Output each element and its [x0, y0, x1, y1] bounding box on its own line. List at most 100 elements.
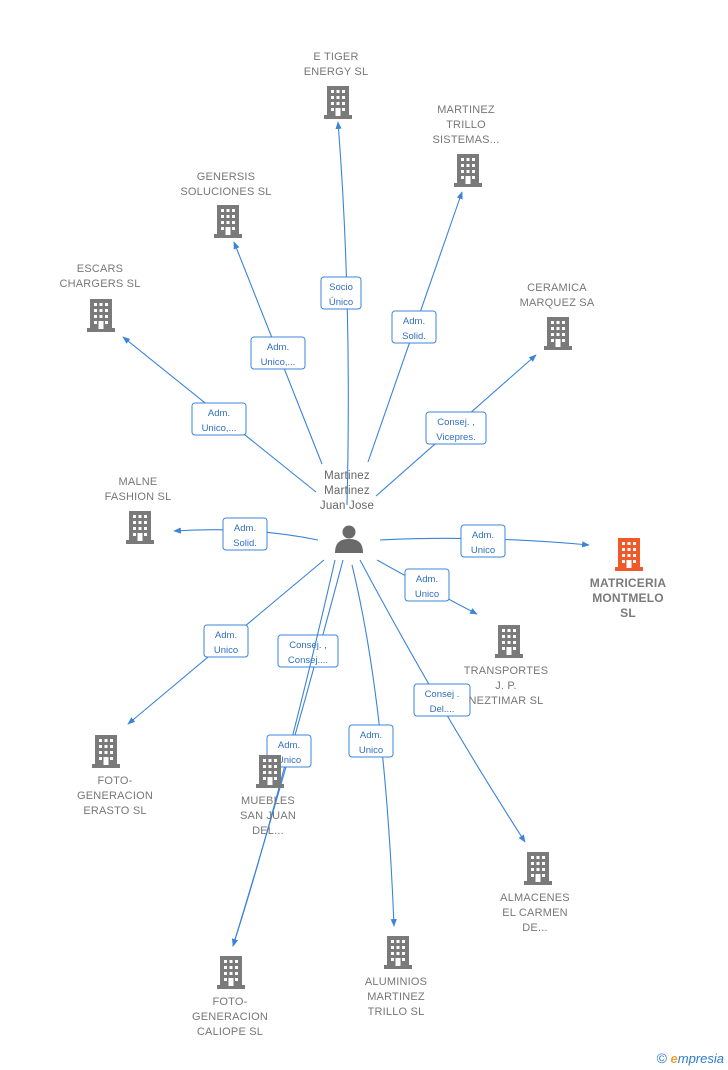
company-name-line: MARQUEZ SA	[520, 297, 595, 309]
building-icon	[384, 936, 412, 969]
role-label-ceramica[interactable]: Consej. ,Vicepres.	[425, 411, 487, 445]
company-name-line: SL	[620, 606, 636, 620]
role-label-matriceria[interactable]: Adm.Unico	[460, 524, 506, 558]
role-label-text: Adm.	[234, 523, 256, 534]
role-label-text: Vicepres.	[436, 432, 475, 443]
company-name-line: EL CARMEN	[502, 907, 568, 919]
building-icon	[615, 538, 643, 571]
company-name-line: TRILLO	[446, 119, 486, 131]
role-label-text: Solid.	[233, 538, 257, 549]
role-label-box	[425, 411, 487, 445]
brand-initial: e	[670, 1051, 678, 1066]
edges-layer: SocioÚnicoAdm.Solid.Adm.Unico,...Adm.Uni…	[122, 121, 590, 947]
role-label-escars[interactable]: Adm. Unico,...	[191, 402, 247, 436]
role-label-martinez-trillo-sistemas[interactable]: Adm.Solid.	[391, 310, 437, 344]
role-label-box	[320, 276, 362, 310]
role-label-text: Del....	[430, 704, 455, 715]
role-label-text: Consej....	[288, 655, 328, 666]
company-name-line: MATRICERIA	[590, 576, 667, 590]
role-label-box	[348, 724, 394, 758]
building-icon	[454, 154, 482, 187]
building-icon	[256, 755, 284, 788]
company-node-martinez-trillo-sistemas[interactable]: MARTINEZTRILLOSISTEMAS...	[433, 104, 500, 187]
company-name-line: ALMACENES	[500, 892, 570, 904]
company-node-ceramica[interactable]: CERAMICA MARQUEZ SA	[520, 282, 595, 350]
role-label-text: Unico	[214, 645, 238, 656]
role-label-text: Consej .	[425, 689, 460, 700]
company-name-line: CALIOPE SL	[197, 1026, 263, 1038]
brand-logo[interactable]: © empresia	[657, 1050, 724, 1066]
role-label-text: Adm.	[416, 574, 438, 585]
company-name-line: MUEBLES	[241, 795, 295, 807]
role-label-text: Adm.	[208, 408, 230, 419]
role-label-text: Unico	[277, 755, 301, 766]
role-label-text: Socio	[329, 282, 353, 293]
role-label-box	[222, 517, 268, 551]
company-node-almacenes[interactable]: ALMACENES EL CARMEN DE...	[500, 852, 570, 934]
company-name-line: MARTINEZ	[367, 991, 425, 1003]
building-icon	[92, 735, 120, 768]
role-label-text: Unico,...	[261, 357, 296, 368]
copyright-icon: ©	[656, 1050, 667, 1066]
role-label-transportes[interactable]: Adm. Unico	[404, 568, 450, 602]
company-name-line: ESCARS	[77, 263, 123, 275]
building-icon	[324, 86, 352, 119]
company-node-foto-erasto[interactable]: FOTO- GENERACION ERASTO SL	[77, 735, 153, 817]
company-name-line: SAN JUAN	[240, 810, 296, 822]
company-name-line: GENERSIS	[197, 171, 255, 183]
role-label-text: Adm.	[403, 316, 425, 327]
company-name-line: FOTO-	[97, 775, 132, 787]
person-name-line: Martinez	[324, 470, 370, 482]
edge-aluminios	[351, 564, 397, 927]
company-name-line: CHARGERS SL	[59, 278, 140, 290]
building-icon	[544, 317, 572, 350]
company-name-line: ALUMINIOS	[365, 976, 427, 988]
role-label-malne[interactable]: Adm. Solid.	[222, 517, 268, 551]
company-name-line: MALNE	[119, 476, 158, 488]
company-node-malne[interactable]: MALNE FASHION SL	[105, 476, 172, 544]
edge-foto-caliope	[232, 559, 336, 947]
company-name-line: MONTMELO	[592, 591, 664, 605]
building-icon	[214, 205, 242, 238]
person-name-line: Juan Jose	[320, 500, 374, 512]
company-name-line: FASHION SL	[105, 491, 172, 503]
company-name-line: GENERACION	[192, 1011, 268, 1023]
role-label-box	[391, 310, 437, 344]
role-label-box	[277, 634, 339, 668]
role-label-text: Unico,...	[202, 423, 237, 434]
role-label-foto-erasto[interactable]: Adm.Unico	[203, 624, 249, 658]
company-name-line: TRANSPORTES	[464, 665, 549, 677]
company-node-foto-caliope[interactable]: FOTO- GENERACION CALIOPE SL	[192, 956, 268, 1038]
brand-name: mpresia	[677, 1051, 724, 1066]
building-icon	[495, 625, 523, 658]
role-label-text: Adm.	[360, 730, 382, 741]
company-name-line: DE...	[522, 922, 547, 934]
role-label-genersis[interactable]: Adm. Unico,...	[250, 336, 306, 370]
company-name-line: SISTEMAS...	[433, 134, 500, 146]
role-label-muebles[interactable]: Consej. ,Consej....	[277, 634, 339, 668]
role-label-almacenes[interactable]: Consej . Del....	[413, 683, 471, 717]
role-label-box	[203, 624, 249, 658]
role-label-text: Adm.	[278, 740, 300, 751]
company-name-line: ERASTO SL	[83, 805, 146, 817]
company-name-line: FOTO-	[212, 996, 247, 1008]
role-label-text: Adm.	[267, 342, 289, 353]
role-label-box	[460, 524, 506, 558]
company-name-line: E TIGER	[313, 51, 358, 63]
company-node-escars[interactable]: ESCARS CHARGERS SL	[59, 263, 140, 332]
company-name-line: CERAMICA	[527, 282, 587, 294]
person-icon	[335, 525, 363, 553]
role-label-text: Unico	[415, 589, 439, 600]
role-label-text: Único	[329, 297, 353, 308]
company-name-line: GENERACION	[77, 790, 153, 802]
role-label-aluminios[interactable]: Adm.Unico	[348, 724, 394, 758]
